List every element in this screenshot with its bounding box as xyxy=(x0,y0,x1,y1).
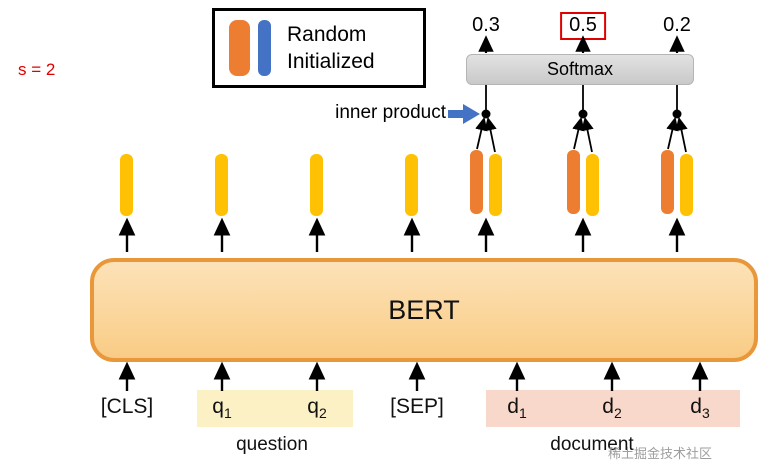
question-group-label: question xyxy=(236,434,308,455)
legend-orange-bar-icon xyxy=(229,20,250,76)
token-q1: q1 xyxy=(212,395,231,421)
legend-label: Random Initialized xyxy=(287,21,375,75)
embedding-bar-cls xyxy=(120,154,133,216)
token-subscript: 2 xyxy=(318,405,327,422)
document-highlight xyxy=(486,390,740,427)
embedding-bar-d3 xyxy=(680,154,693,216)
score-text: 0.3 xyxy=(472,14,500,36)
inner-product-dot xyxy=(481,109,491,119)
token-d1: d1 xyxy=(507,395,526,421)
token-text: [CLS] xyxy=(100,395,154,418)
inner-product-arrow-icon xyxy=(448,104,480,124)
token-q2: q2 xyxy=(307,395,326,421)
score-value-3: 0.2 xyxy=(663,14,691,37)
token-subscript: 3 xyxy=(701,405,710,422)
token-sep: [SEP] xyxy=(390,395,444,421)
token-subscript: 1 xyxy=(223,405,232,422)
token-cls: [CLS] xyxy=(101,395,154,421)
bar-to-dot-arrows xyxy=(475,116,688,153)
embedding-bar-sep xyxy=(405,154,418,216)
embedding-bar-d2 xyxy=(586,154,599,216)
embedding-bar-d1 xyxy=(489,154,502,216)
token-text: q xyxy=(307,395,319,418)
softmax-box: Softmax xyxy=(466,54,694,85)
token-d3: d3 xyxy=(690,395,709,421)
random-bar-d3 xyxy=(661,150,674,214)
embedding-bar-q1 xyxy=(215,154,228,216)
document-group-label: document xyxy=(550,434,634,455)
bert-box: BERT xyxy=(90,258,758,362)
inner-product-dot xyxy=(578,109,588,119)
score-text: 0.2 xyxy=(663,14,691,36)
token-text: [SEP] xyxy=(390,395,444,418)
inner-product-dots xyxy=(481,109,682,119)
softmax-label: Softmax xyxy=(546,59,614,79)
inner-product-dot xyxy=(672,109,682,119)
bert-label: BERT xyxy=(388,294,460,325)
bert-output-arrows xyxy=(118,217,686,252)
softmax-to-score-arrows xyxy=(478,35,685,53)
inner-product-label: inner product xyxy=(335,102,446,123)
token-text: d xyxy=(507,395,519,418)
score-value-2: 0.5 xyxy=(560,12,606,40)
legend-box: Random Initialized xyxy=(212,8,426,88)
dot-to-softmax-lines xyxy=(485,85,678,110)
legend-blue-bar-icon xyxy=(258,20,271,76)
token-input-arrows xyxy=(118,361,709,391)
legend-line1: Random xyxy=(287,23,367,46)
legend-line2: Initialized xyxy=(287,50,375,73)
token-subscript: 1 xyxy=(518,405,527,422)
token-subscript: 2 xyxy=(613,405,622,422)
token-d2: d2 xyxy=(602,395,621,421)
random-bar-d1 xyxy=(470,150,483,214)
score-cutoff-label: s = 2 xyxy=(18,60,56,79)
watermark: 稀土掘金技术社区 xyxy=(608,446,713,461)
embedding-bar-q2 xyxy=(310,154,323,216)
token-text: q xyxy=(212,395,224,418)
token-text: d xyxy=(690,395,702,418)
random-bar-d2 xyxy=(567,150,580,214)
token-text: d xyxy=(602,395,614,418)
question-highlight xyxy=(197,390,353,427)
score-value-1: 0.3 xyxy=(472,14,500,37)
highlighted-score-text: 0.5 xyxy=(560,12,606,40)
